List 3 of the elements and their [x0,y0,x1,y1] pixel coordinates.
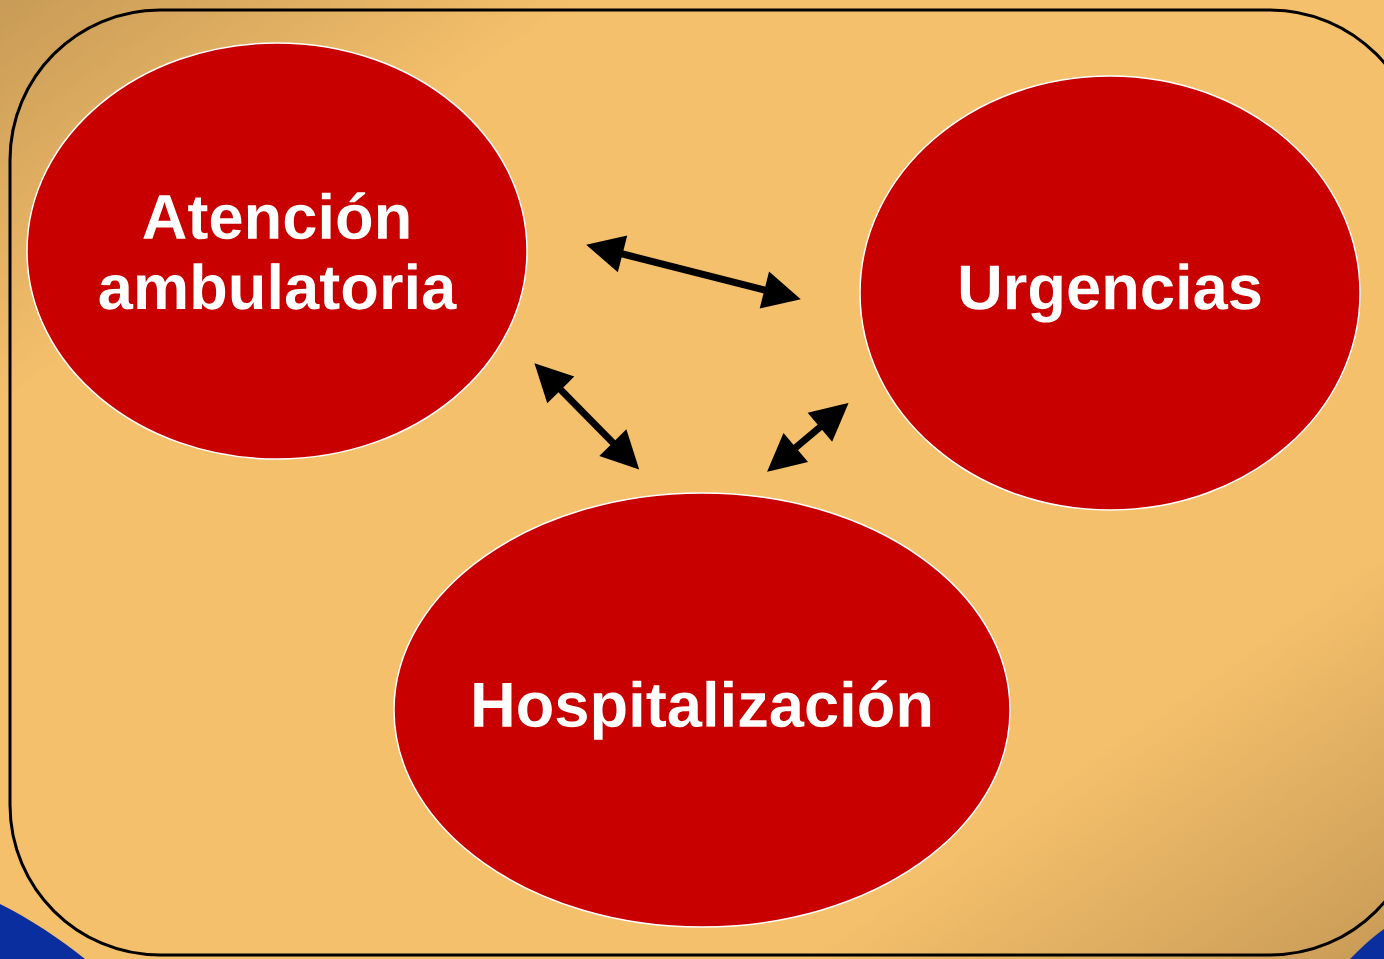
ellipse-node: Urgencias [859,75,1361,511]
ellipse-node: Hospitalización [393,492,1011,928]
ellipse-node: Atención ambulatoria [26,42,528,460]
